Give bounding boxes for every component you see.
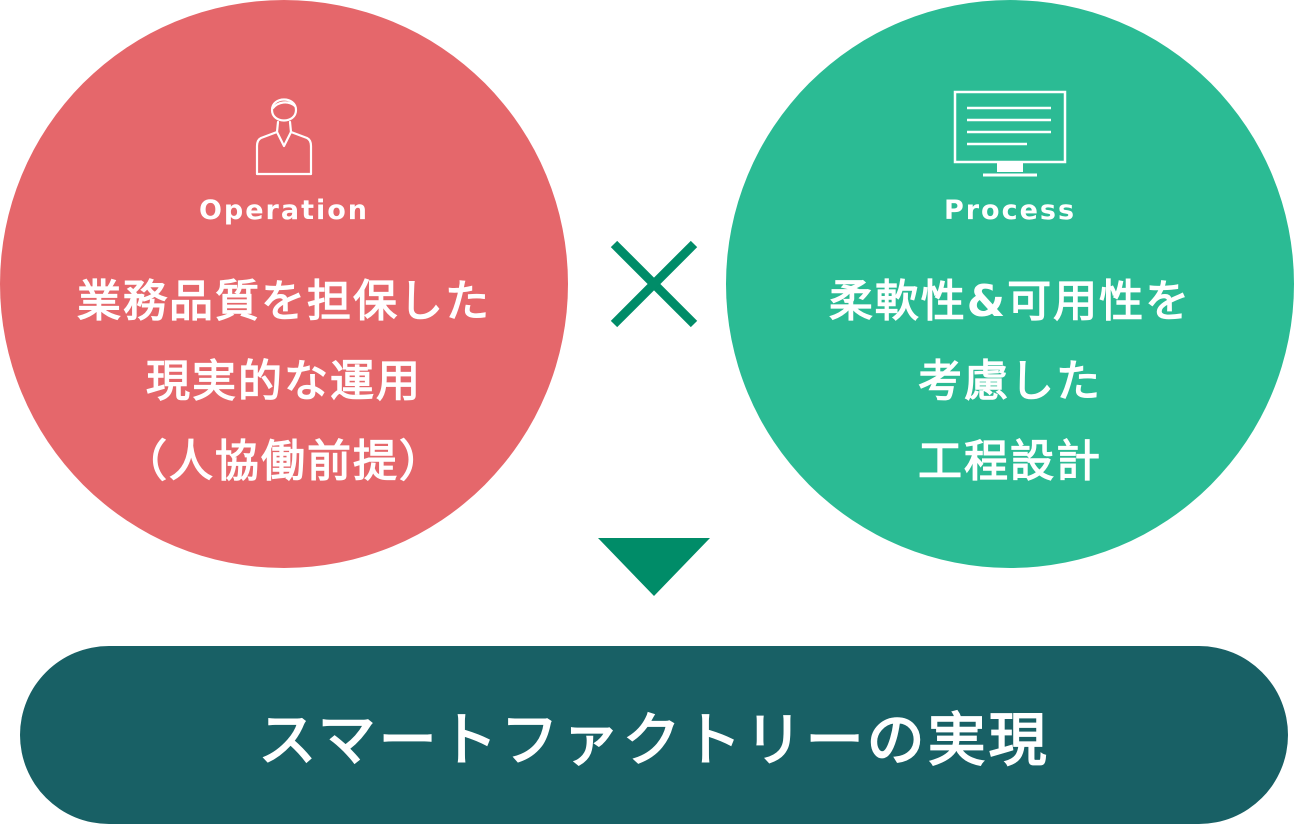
process-description: 柔軟性&可用性を 考慮した 工程設計 xyxy=(726,262,1294,502)
process-tag: Process xyxy=(943,195,1077,226)
person-icon xyxy=(255,98,313,176)
process-line-1: 柔軟性&可用性を xyxy=(828,276,1192,327)
process-circle: Process 柔軟性&可用性を 考慮した 工程設計 xyxy=(726,0,1294,568)
operation-line-3: （人協働前提） xyxy=(123,436,445,487)
operation-description: 業務品質を担保した 現実的な運用 （人協働前提） xyxy=(0,262,568,502)
down-triangle-icon xyxy=(598,538,710,596)
process-line-2: 考慮した xyxy=(918,356,1102,407)
multiply-icon xyxy=(610,240,698,328)
process-line-3: 工程設計 xyxy=(918,436,1102,487)
operation-line-2: 現実的な運用 xyxy=(146,356,422,407)
result-banner: スマートファクトリーの実現 xyxy=(20,646,1288,824)
operation-line-1: 業務品質を担保した xyxy=(77,276,491,327)
result-label: スマートファクトリーの実現 xyxy=(258,706,1050,774)
operation-tag: Operation xyxy=(198,195,370,226)
monitor-icon xyxy=(953,90,1067,177)
operation-circle: Operation 業務品質を担保した 現実的な運用 （人協働前提） xyxy=(0,0,568,568)
